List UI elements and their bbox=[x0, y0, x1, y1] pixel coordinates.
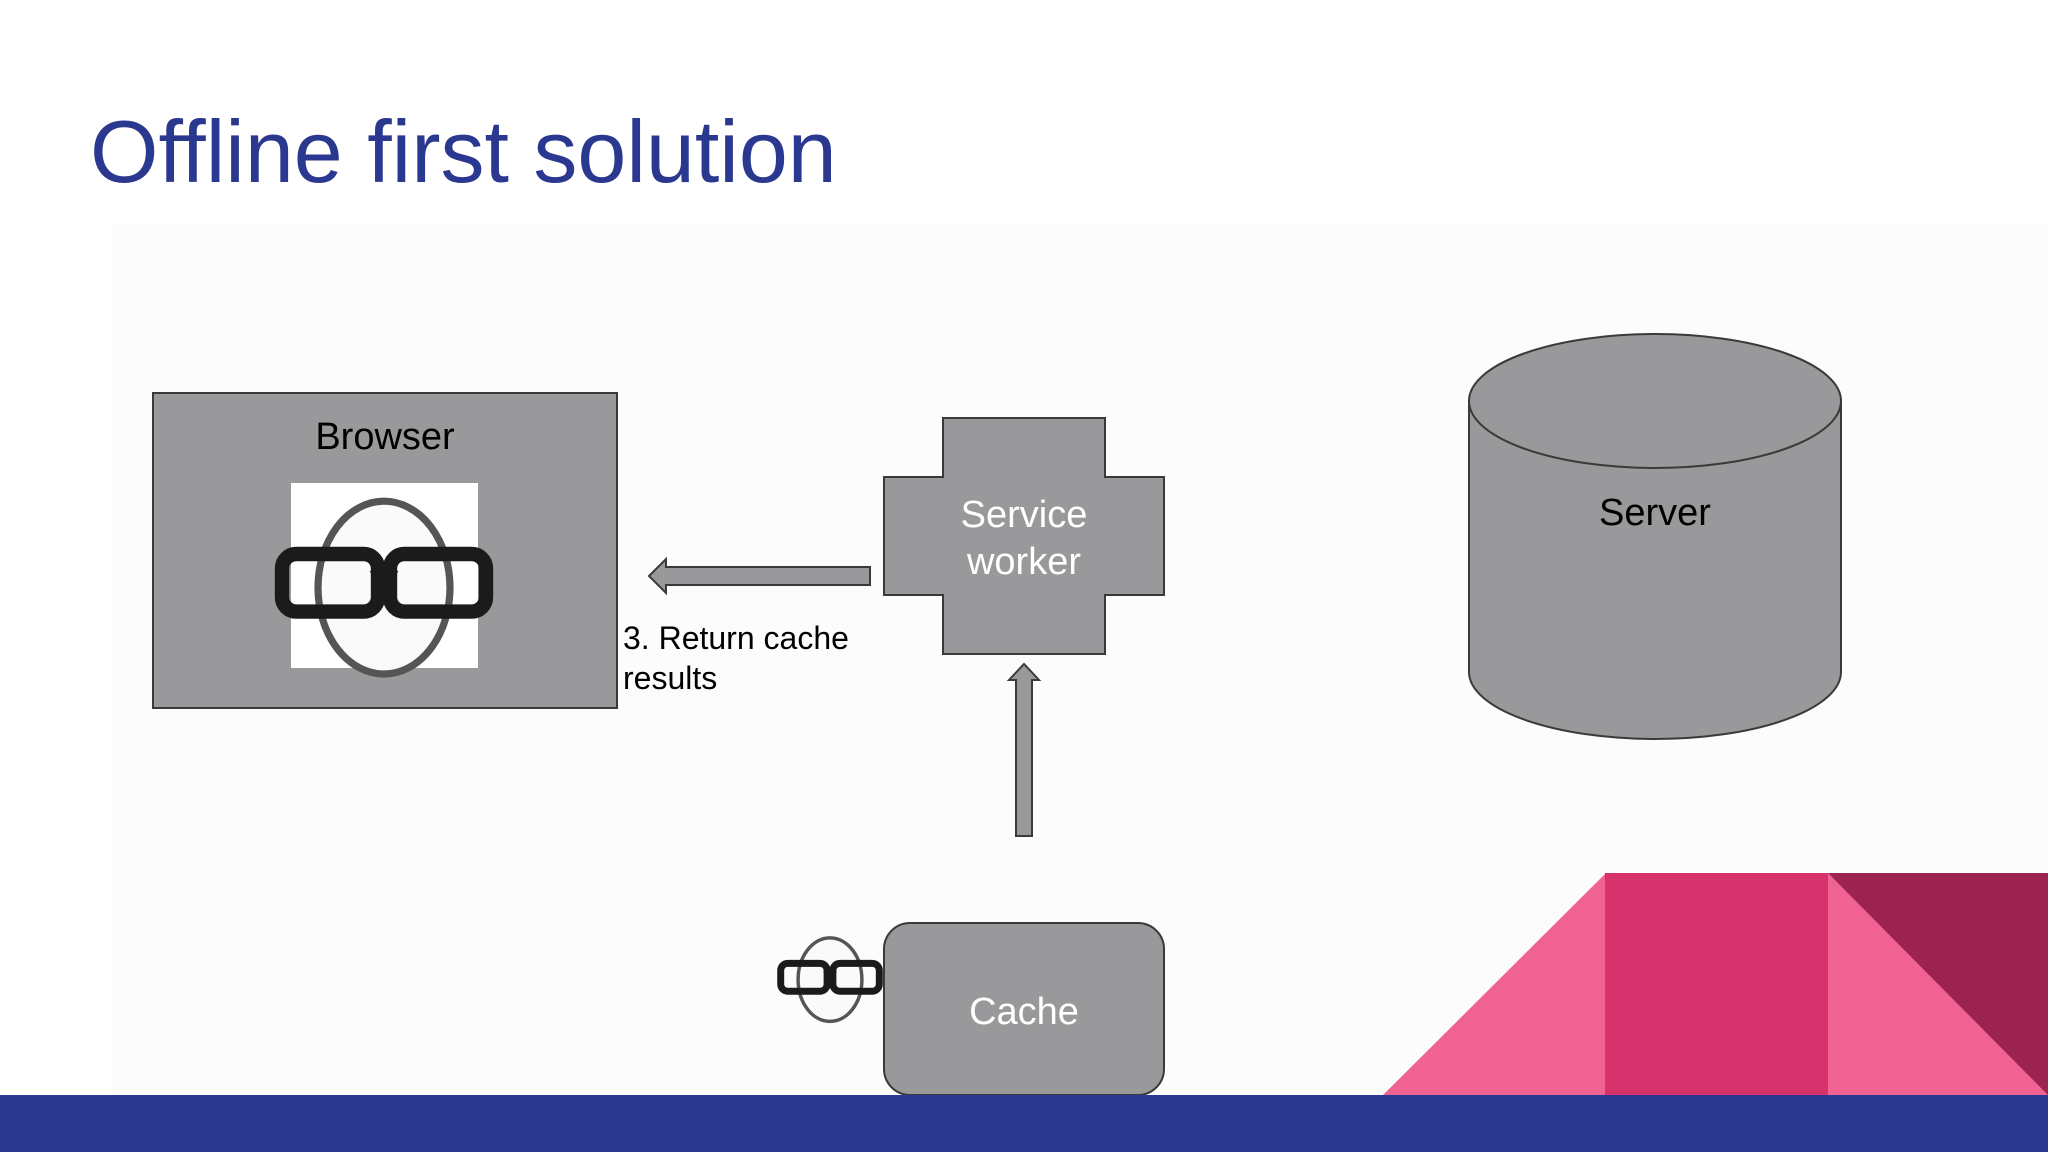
server-node: Server bbox=[1468, 333, 1842, 740]
server-label: Server bbox=[1599, 492, 1711, 534]
return-cache-label-line1: 3. Return cache bbox=[623, 620, 849, 656]
slide-title: Offline first solution bbox=[90, 102, 837, 201]
return-cache-label-line2: results bbox=[623, 660, 717, 696]
service-worker-label-line2: worker bbox=[966, 541, 1081, 583]
browser-label: Browser bbox=[315, 416, 455, 458]
decorative-triangles bbox=[1383, 873, 2048, 1095]
cache-to-service-worker-arrow bbox=[1006, 662, 1042, 837]
browser-node: Browser bbox=[152, 392, 618, 709]
cache-node: Cache bbox=[883, 922, 1165, 1096]
cache-label: Cache bbox=[969, 991, 1079, 1033]
cache-egg-glasses-icon bbox=[781, 938, 880, 1022]
return-cache-arrow bbox=[647, 556, 871, 596]
service-worker-node: Service worker bbox=[883, 417, 1165, 655]
footer-bar bbox=[0, 1095, 2048, 1152]
service-worker-label-line1: Service bbox=[961, 494, 1088, 536]
